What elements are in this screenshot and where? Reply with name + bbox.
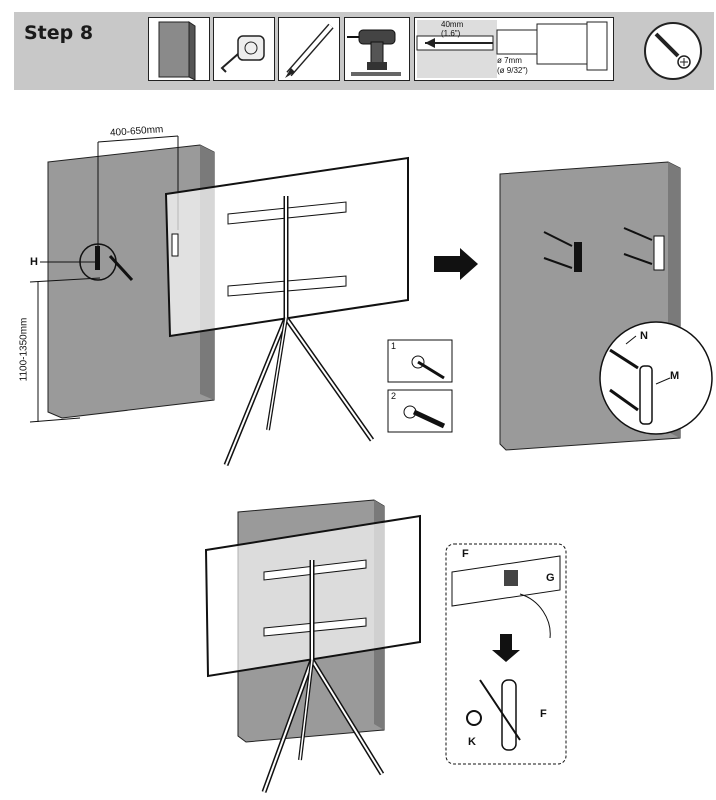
phillips-screwdriver-icon xyxy=(654,32,691,69)
drill-depth-label: 40mm xyxy=(441,20,464,29)
wall-panel-icon xyxy=(158,21,196,81)
drill-depth-inch-label: (1.6") xyxy=(441,29,461,38)
screwdriver-tool xyxy=(644,22,702,80)
tape-measure-icon xyxy=(220,35,265,73)
bracket-zoom-circle xyxy=(599,321,713,435)
g-label: G xyxy=(546,572,555,584)
m-label: M xyxy=(670,370,680,382)
inset-step-2-number: 2 xyxy=(391,391,397,401)
f-label-top: F xyxy=(462,548,469,560)
n-label: N xyxy=(640,330,648,342)
step-title: Step 8 xyxy=(24,22,94,44)
inset-step-1-number: 1 xyxy=(391,341,397,351)
drill-diameter-inch-label: (ø 9/32") xyxy=(497,66,528,75)
next-step-arrow xyxy=(434,248,478,280)
drilling-diagram: 40mm (1.6") ø 7mm (ø 9/32") xyxy=(414,17,614,81)
k-label: K xyxy=(468,736,476,748)
h-label: H xyxy=(30,256,38,268)
tape-measure-tool xyxy=(213,17,275,81)
drill-bit-diagram xyxy=(416,20,608,78)
drill-icon xyxy=(347,29,401,76)
wall-panel-tool xyxy=(148,17,210,81)
drill-diameter-label: ø 7mm xyxy=(497,56,522,65)
step-header: Step 8 xyxy=(14,12,714,90)
drill-tool xyxy=(344,17,410,81)
pencil-tool xyxy=(278,17,340,81)
f-label-bottom: F xyxy=(540,708,547,720)
pencil-icon xyxy=(285,23,334,78)
down-arrow xyxy=(492,634,520,662)
